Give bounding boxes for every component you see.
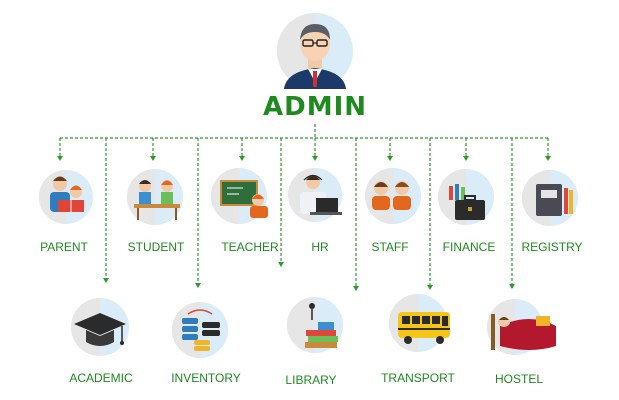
- staff-label: STAFF: [371, 240, 409, 254]
- teacher-label: TEACHER: [221, 240, 279, 254]
- registry-book-icon: [522, 170, 578, 226]
- staff-people-icon: [365, 168, 421, 224]
- school-bus-icon: [389, 294, 450, 352]
- connectors: [57, 124, 551, 291]
- graduation-cap-icon: [71, 298, 129, 356]
- hostel-bed-icon: [487, 299, 556, 355]
- inventory-stack-icon: [172, 302, 228, 358]
- admin-title: ADMIN: [262, 92, 368, 122]
- student-desk-icon: [127, 169, 183, 225]
- hr-label: HR: [311, 240, 329, 254]
- registry-label: REGISTRY: [521, 240, 583, 254]
- library-label: LIBRARY: [285, 373, 337, 387]
- hr-laptop-icon: [288, 168, 342, 222]
- parent-child-icon: [39, 170, 93, 224]
- library-books-icon: [287, 297, 343, 353]
- admin-avatar-icon: [277, 13, 353, 89]
- inventory-label: INVENTORY: [171, 371, 241, 385]
- student-label: STUDENT: [127, 240, 185, 254]
- academic-label: ACADEMIC: [69, 371, 133, 385]
- teacher-board-icon: [211, 168, 268, 224]
- parent-label: PARENT: [40, 240, 88, 254]
- transport-label: TRANSPORT: [381, 371, 455, 385]
- hostel-label: HOSTEL: [494, 372, 544, 386]
- finance-label: FINANCE: [442, 240, 496, 254]
- finance-briefcase-icon: [438, 169, 494, 225]
